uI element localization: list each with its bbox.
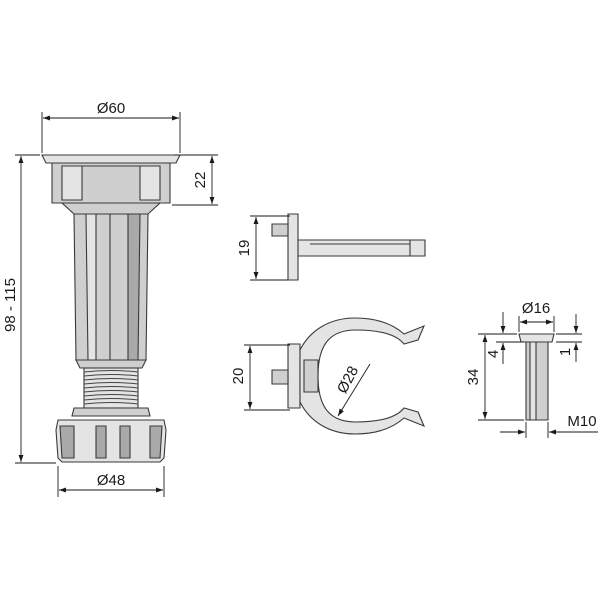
clip-bracket [271, 317, 426, 435]
label-clip-height: 20 [230, 368, 247, 385]
label-screw-length: 34 [465, 369, 482, 386]
adjustable-leg [41, 154, 181, 463]
label-plate-thickness: 19 [236, 240, 253, 257]
dim-screw-head-height: 1 [556, 314, 582, 362]
dim-plate-thickness: 19 [236, 215, 290, 281]
label-screw-head-height: 1 [557, 348, 574, 356]
dim-screw-neck-length: 4 [485, 312, 524, 364]
screw-bolt [518, 333, 555, 421]
dim-clip-height: 20 [230, 344, 290, 411]
leg-thread [83, 367, 139, 409]
label-leg-top-diameter: Ø60 [97, 100, 125, 117]
label-clip-diameter: Ø28 [334, 363, 362, 396]
dim-leg-cap-height: 22 [172, 154, 218, 206]
label-leg-cap-height: 22 [192, 172, 209, 189]
dim-screw-length: 34 [465, 333, 524, 421]
dim-leg-foot-diameter: Ø48 [57, 466, 165, 497]
mounting-plate [271, 213, 426, 281]
label-screw-head-diameter: Ø16 [522, 300, 550, 317]
label-leg-foot-diameter: Ø48 [97, 472, 125, 489]
label-leg-total-height: 98 - 115 [2, 278, 19, 332]
dim-leg-total-height: 98 - 115 [2, 154, 56, 464]
dim-screw-thread: M10 [500, 413, 598, 438]
dim-clip-diameter: Ø28 [334, 363, 371, 417]
dim-screw-head-diameter: Ø16 [518, 300, 555, 332]
label-screw-neck-length: 4 [485, 350, 502, 358]
dim-leg-top-diameter: Ø60 [41, 100, 181, 153]
label-screw-thread: M10 [567, 413, 596, 430]
